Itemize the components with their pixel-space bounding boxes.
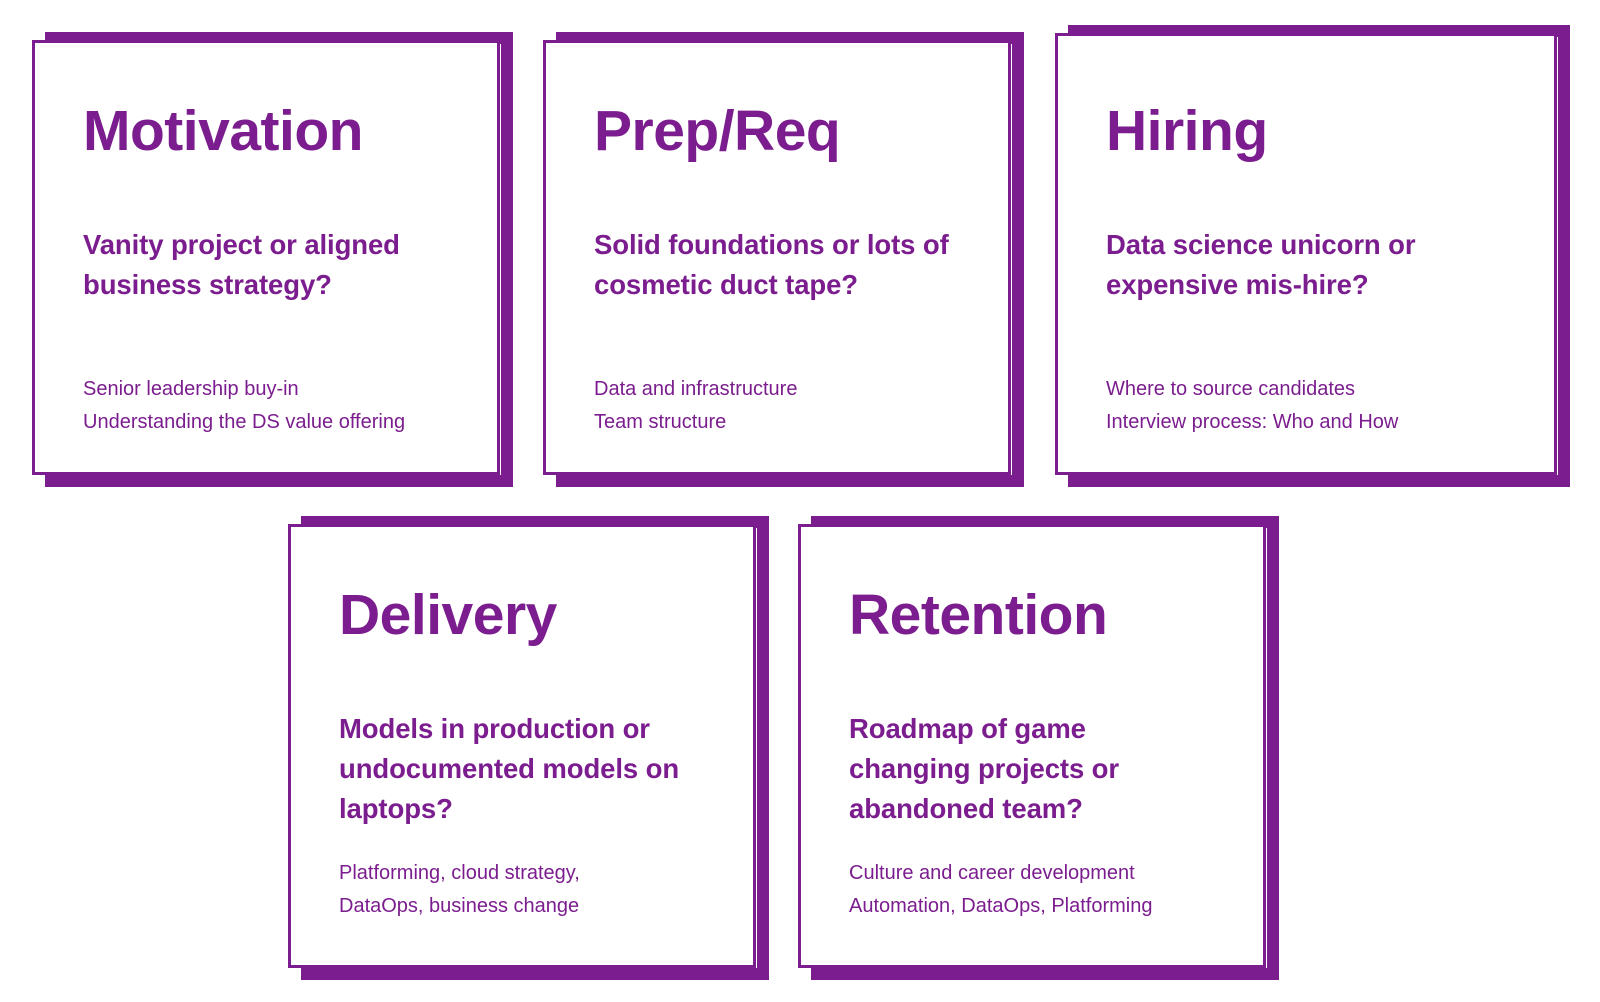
card-panel: Delivery Models in production or undocum…	[288, 524, 756, 968]
card-content: Prep/Req Solid foundations or lots of co…	[546, 43, 1008, 472]
card-points: Where to source candidates Interview pro…	[1106, 373, 1398, 438]
card-panel: Hiring Data science unicorn or expensive…	[1055, 33, 1557, 475]
card-title: Motivation	[83, 99, 363, 163]
card-motivation[interactable]: Motivation Vanity project or aligned bus…	[32, 32, 513, 487]
card-point: Understanding the DS value offering	[83, 410, 406, 433]
card-points: Data and infrastructure Team structure	[594, 373, 797, 438]
card-points: Culture and career development Automatio…	[849, 857, 1152, 922]
card-point: Where to source candidates	[1106, 378, 1356, 400]
card-point: Team structure	[594, 410, 727, 433]
card-hiring[interactable]: Hiring Data science unicorn or expensive…	[1055, 25, 1570, 487]
card-points: Platforming, cloud strategy, DataOps, bu…	[339, 857, 580, 922]
card-question: Data science unicorn or expensive mis-hi…	[1106, 229, 1416, 300]
card-content: Motivation Vanity project or aligned bus…	[35, 43, 497, 472]
card-delivery[interactable]: Delivery Models in production or undocum…	[288, 516, 769, 980]
card-title: Retention	[849, 583, 1108, 647]
card-panel: Motivation Vanity project or aligned bus…	[32, 40, 500, 475]
card-content: Retention Roadmap of game changing proje…	[801, 527, 1263, 965]
card-prep-req[interactable]: Prep/Req Solid foundations or lots of co…	[543, 32, 1024, 487]
card-point: DataOps, business change	[339, 894, 580, 917]
card-retention[interactable]: Retention Roadmap of game changing proje…	[798, 516, 1279, 980]
card-point: Automation, DataOps, Platforming	[849, 894, 1153, 917]
card-point: Senior leadership buy-in	[83, 378, 299, 400]
card-panel: Retention Roadmap of game changing proje…	[798, 524, 1266, 968]
card-question: Models in production or undocumented mod…	[339, 713, 680, 824]
card-point: Culture and career development	[849, 862, 1135, 884]
card-question: Solid foundations or lots of cosmetic du…	[594, 229, 949, 300]
card-point: Interview process: Who and How	[1106, 410, 1399, 433]
card-content: Delivery Models in production or undocum…	[291, 527, 753, 965]
card-title: Delivery	[339, 583, 557, 647]
card-points: Senior leadership buy-in Understanding t…	[83, 373, 405, 438]
card-question: Vanity project or aligned business strat…	[83, 229, 400, 300]
card-panel: Prep/Req Solid foundations or lots of co…	[543, 40, 1011, 475]
card-title: Hiring	[1106, 99, 1268, 163]
card-content: Hiring Data science unicorn or expensive…	[1058, 36, 1554, 472]
card-question: Roadmap of game changing projects or aba…	[849, 713, 1119, 824]
card-point: Data and infrastructure	[594, 378, 798, 400]
card-title: Prep/Req	[594, 99, 841, 163]
card-point: Platforming, cloud strategy,	[339, 862, 580, 884]
